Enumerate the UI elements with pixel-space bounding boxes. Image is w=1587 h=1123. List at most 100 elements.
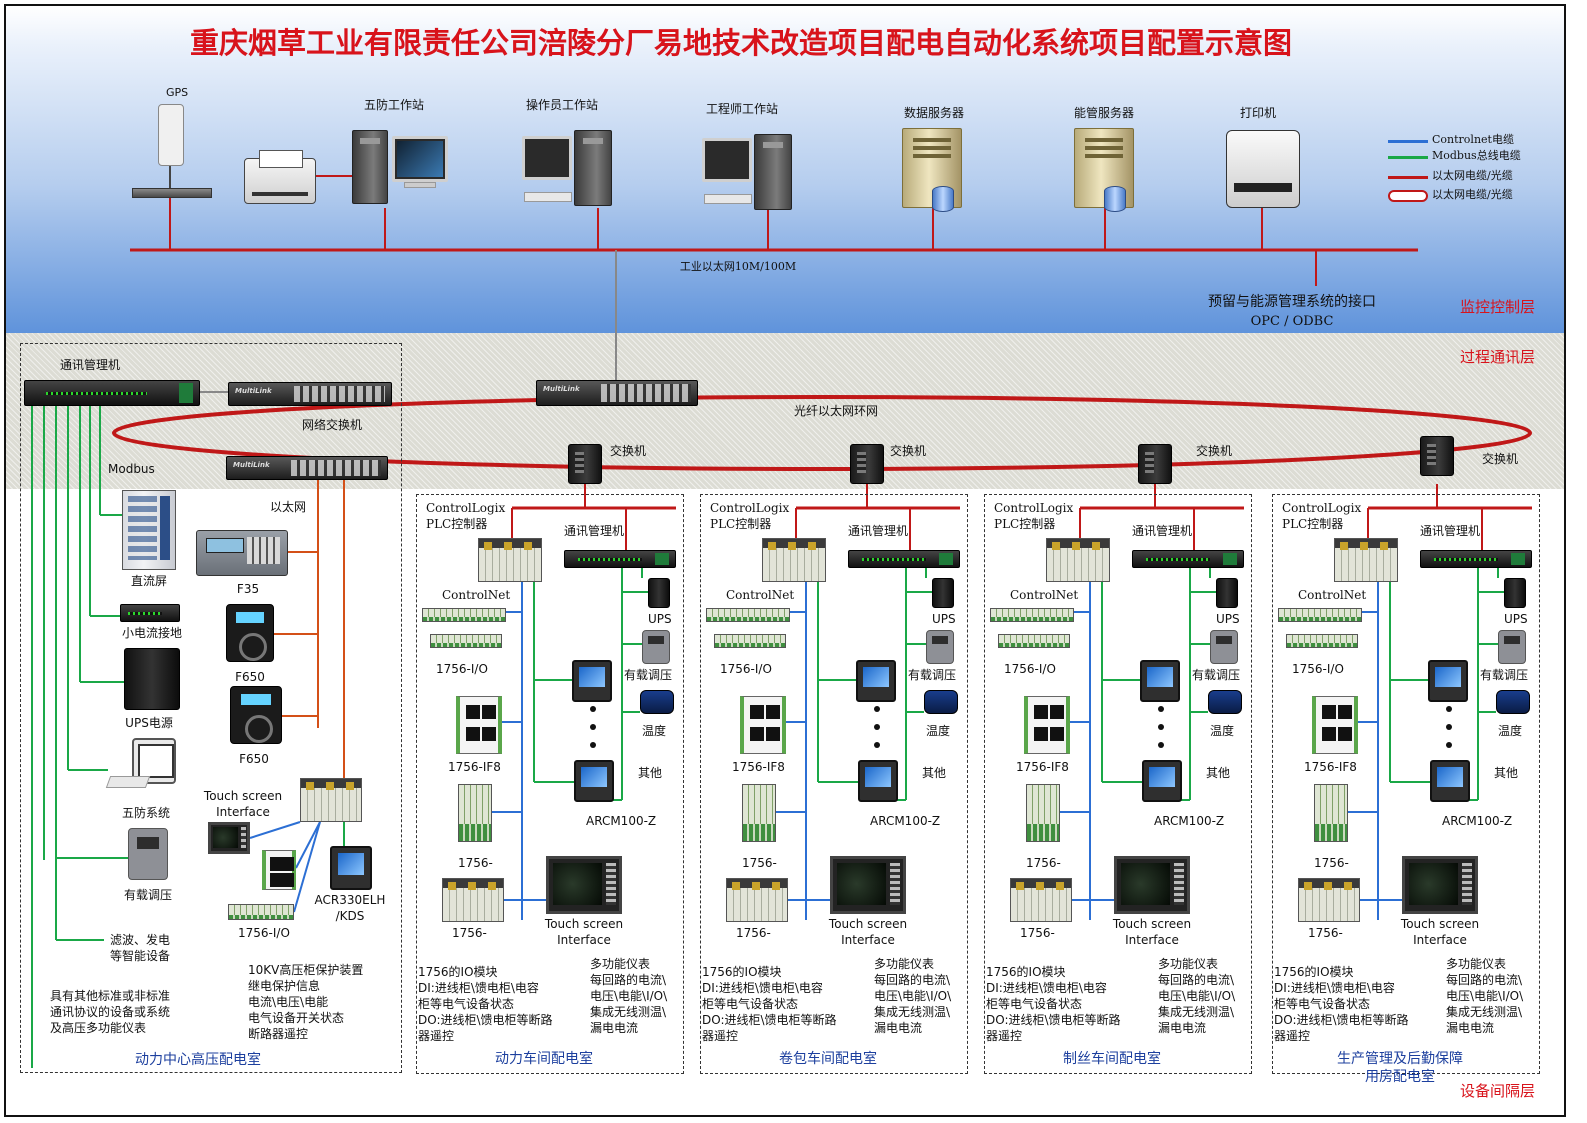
legend-swatch-controlnet — [1388, 140, 1428, 143]
engineer-ws-keyboard-icon — [704, 194, 752, 204]
controlnet-label: ControlNet — [442, 588, 511, 602]
operator-ws-monitor-icon — [522, 136, 572, 180]
legend: Controlnet电缆 Modbus总线电缆 以太网电缆/光缆 以太网电缆/光… — [1388, 132, 1548, 212]
io-dash-a-label: 1756- — [1314, 856, 1349, 870]
engineer-ws-monitor-icon — [702, 138, 752, 182]
onload-tap-icon — [926, 630, 954, 664]
plc-label: ControlLogix PLC控制器 — [1282, 501, 1362, 531]
ring-switch-3-icon — [1138, 444, 1172, 484]
temperature-sensor-icon — [640, 690, 674, 714]
if8-module-icon — [1024, 696, 1070, 754]
wufang-ws-monitor-icon — [392, 136, 448, 182]
io-chassis-icon — [442, 878, 504, 922]
layer-label-monitor: 监控控制层 — [1460, 298, 1536, 316]
other-label: 其他 — [1494, 766, 1519, 780]
if8-label: 1756-IF8 — [1016, 760, 1069, 774]
arcm-meter-bottom-icon — [574, 760, 614, 802]
ring-switch-2-label: 交换机 — [890, 444, 927, 458]
touch-screen-icon — [830, 856, 906, 914]
f650-a-relay-icon — [226, 604, 274, 662]
onload-tap-label: 有载调压 — [908, 668, 957, 682]
ups-label: UPS — [1216, 612, 1240, 626]
net-switch-1-icon: MultiLink — [228, 382, 392, 406]
fiber-ring — [112, 395, 1532, 471]
small-current-icon — [120, 604, 180, 622]
io-rack-top-icon — [706, 608, 790, 622]
substation-box — [700, 494, 968, 1074]
data-server-database-icon — [932, 186, 954, 212]
onload-tap-label: 有载调压 — [1192, 668, 1241, 682]
protection-note: 10KV高压柜保护装置 继电保护信息 电流\电压\电能 电气设备开关状态 断路器… — [248, 963, 364, 1041]
interface-label: 预留与能源管理系统的接口 — [1208, 294, 1376, 310]
left-plc-icon — [300, 778, 362, 822]
io-rack-bottom-icon — [714, 634, 786, 648]
io-rack-bottom-icon — [430, 634, 502, 648]
left-if8-link — [295, 821, 321, 869]
controlnet-label: ControlNet — [1010, 588, 1079, 602]
temperature-label: 温度 — [1210, 724, 1235, 738]
if8-module-icon — [1312, 696, 1358, 754]
acr-label: ACR330ELH /KDS — [314, 893, 386, 923]
sub-ups-icon — [1504, 578, 1526, 608]
engineer-ws-label: 工程师工作站 — [705, 102, 779, 116]
if8-module-icon — [456, 696, 502, 754]
legend-label-modbus: Modbus总线电缆 — [1432, 149, 1521, 162]
io-rack-top-icon — [990, 608, 1074, 622]
io-label: 1756-I/O — [1292, 662, 1344, 676]
io-rack-bottom-icon — [1286, 634, 1358, 648]
onload-tap-icon — [1210, 630, 1238, 664]
sub-comm-manager-label: 通讯管理机 — [848, 524, 909, 538]
sub-comm-manager-icon — [1132, 550, 1244, 568]
temperature-label: 温度 — [642, 724, 667, 738]
left-room-box — [20, 343, 402, 1073]
filter-label: 滤波、发电 等智能设备 — [110, 933, 171, 963]
wufang-ws-label: 五防工作站 — [363, 98, 425, 112]
arcm-meter-top-icon — [572, 660, 612, 702]
touch-screen-icon — [546, 856, 622, 914]
ethernet-bus-label: 工业以太网10M/100M — [679, 260, 797, 273]
temperature-sensor-icon — [1496, 690, 1530, 714]
left-if8-module-icon — [262, 850, 296, 890]
ring-switch-3-label: 交换机 — [1196, 444, 1233, 458]
touch-label: Touch screen Interface — [1400, 917, 1480, 947]
ring-switch-2-icon — [850, 444, 884, 484]
gps-receiver-icon — [132, 188, 212, 198]
dc-panel-label: 直流屏 — [130, 574, 168, 588]
meter-ellipsis-icon — [1158, 706, 1164, 760]
layer-label-process: 过程通讯层 — [1460, 348, 1536, 366]
arcm-meter-top-icon — [856, 660, 896, 702]
arcm-label: ARCM100-Z — [870, 814, 941, 828]
left-io-label: 1756-I/O — [238, 926, 290, 940]
controlnet-label: ControlNet — [1298, 588, 1367, 602]
meter-ellipsis-icon — [590, 706, 596, 760]
meter-ellipsis-icon — [874, 706, 880, 760]
data-server-label: 数据服务器 — [903, 106, 965, 120]
net-switch-top-icon: MultiLink — [536, 380, 698, 406]
plc-controller-icon — [1334, 538, 1398, 582]
engineer-ws-tower-icon — [754, 134, 792, 210]
io-vertical-module-icon — [458, 784, 492, 842]
energy-server-label: 能管服务器 — [1073, 106, 1135, 120]
meter-ellipsis-icon — [1446, 706, 1452, 760]
net-switch-label: 网络交换机 — [302, 418, 363, 432]
io-label: 1756-I/O — [436, 662, 488, 676]
substation-name: 动力车间配电室 — [495, 1051, 593, 1067]
sub-comm-manager-icon — [564, 550, 676, 568]
plc-controller-icon — [1046, 538, 1110, 582]
temperature-label: 温度 — [926, 724, 951, 738]
dc-panel-icon — [122, 490, 176, 570]
io-label: 1756-I/O — [1004, 662, 1056, 676]
ups-label: UPS — [648, 612, 672, 626]
wufang-sys-keyboard-icon — [105, 776, 151, 788]
sub-comm-manager-label: 通讯管理机 — [1420, 524, 1481, 538]
operator-ws-label: 操作员工作站 — [525, 98, 599, 112]
substation-name: 生产管理及后勤保障 用房配电室 — [1337, 1051, 1463, 1085]
arcm-label: ARCM100-Z — [1442, 814, 1513, 828]
substation-name: 卷包车间配电室 — [779, 1051, 877, 1067]
sub-comm-manager-label: 通讯管理机 — [564, 524, 625, 538]
wufang-ws-stand-icon — [404, 182, 436, 188]
if8-label: 1756-IF8 — [1304, 760, 1357, 774]
plc-label: ControlLogix PLC控制器 — [994, 501, 1074, 531]
plc-controller-icon — [478, 538, 542, 582]
